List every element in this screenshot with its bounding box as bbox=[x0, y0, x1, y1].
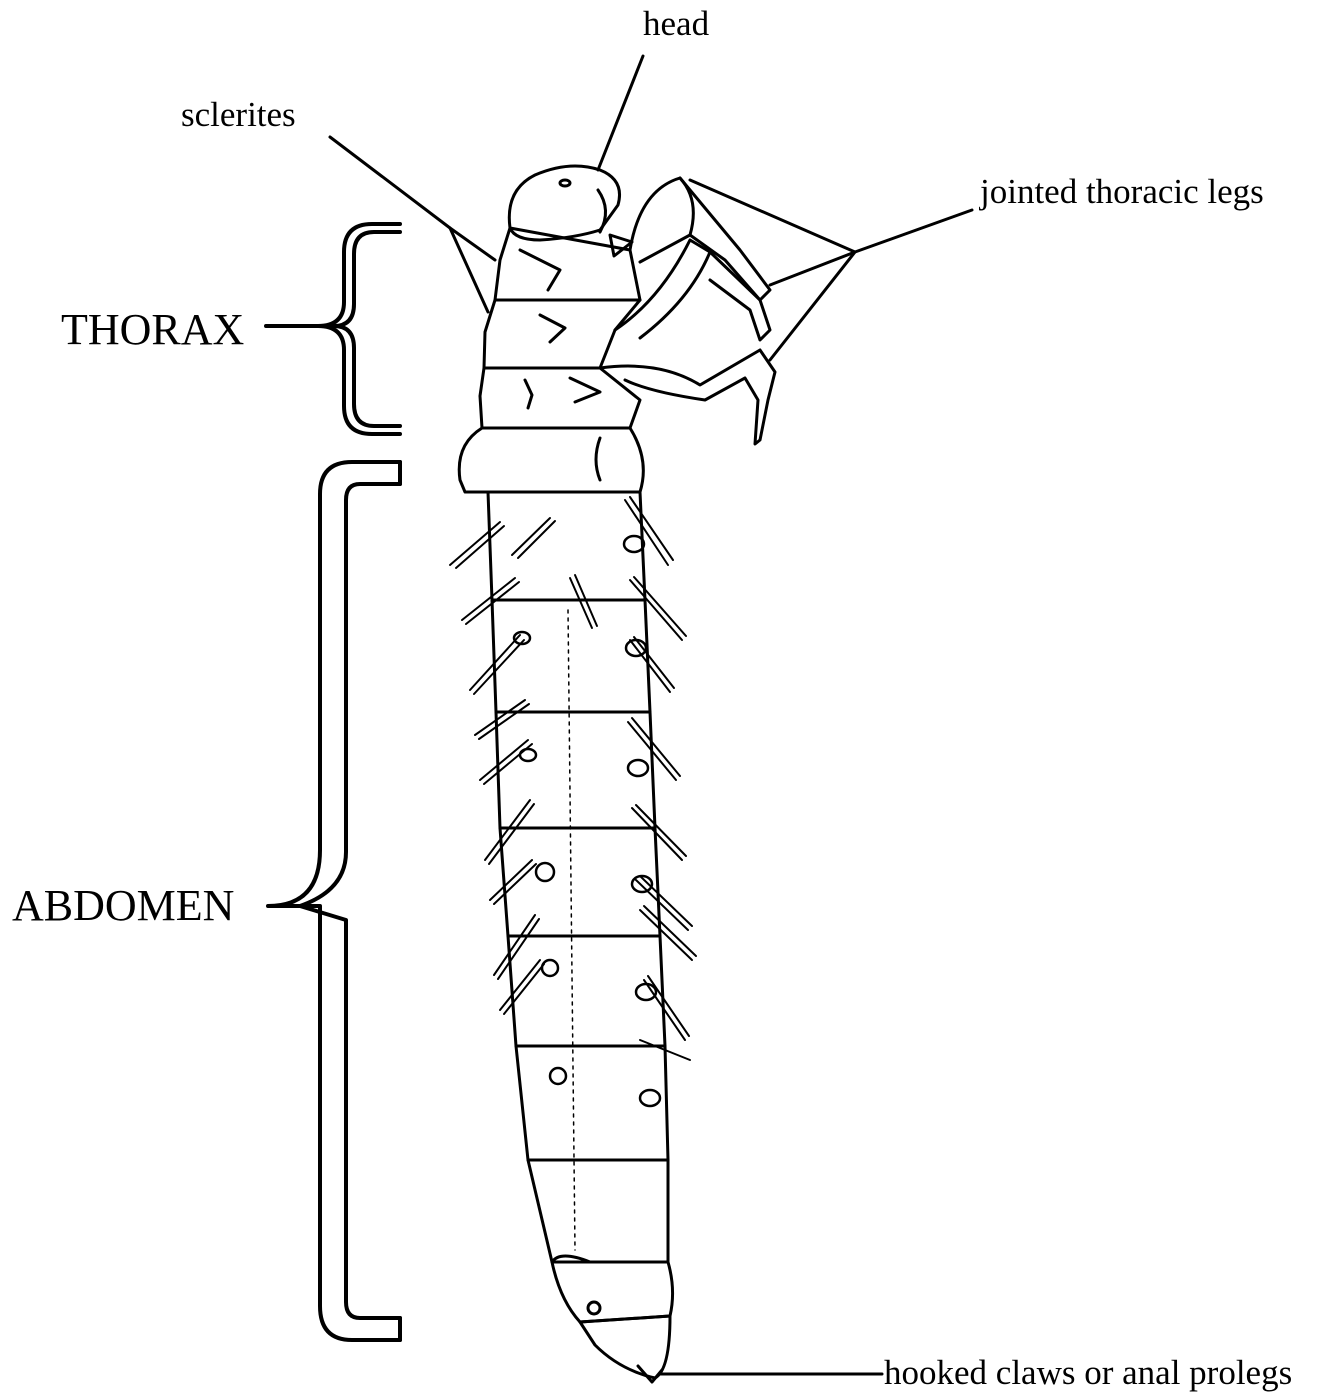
spiracles bbox=[514, 536, 660, 1106]
abdomen-brace bbox=[268, 462, 400, 1340]
head-leader bbox=[598, 56, 643, 170]
head bbox=[509, 166, 632, 256]
bristles bbox=[450, 497, 696, 1060]
dorsal-line bbox=[568, 610, 575, 1250]
sclerites-leader bbox=[330, 137, 450, 228]
legs-leader bbox=[855, 210, 972, 252]
legs-leader-1 bbox=[690, 180, 855, 252]
thorax-brace bbox=[266, 224, 400, 434]
thoracic-legs bbox=[600, 178, 775, 444]
abdomen bbox=[459, 428, 672, 1382]
